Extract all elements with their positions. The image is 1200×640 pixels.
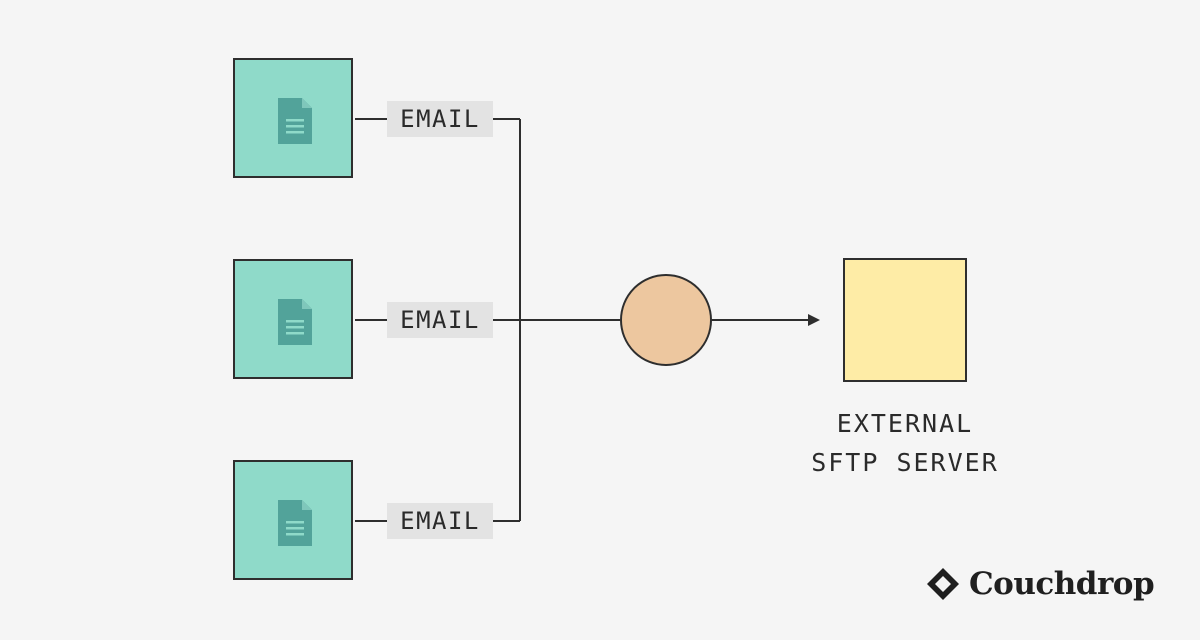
couchdrop-diamond-icon xyxy=(927,568,961,600)
source-box-1 xyxy=(233,58,353,178)
logo-text: Couchdrop xyxy=(969,566,1155,602)
sftp-server-box xyxy=(843,258,967,382)
arrow-head-icon xyxy=(808,314,820,326)
email-label-2: EMAIL xyxy=(387,302,493,338)
sftp-server-label: EXTERNAL SFTP SERVER xyxy=(780,404,1030,482)
document-icon xyxy=(278,500,312,546)
document-icon xyxy=(278,299,312,345)
hub-circle xyxy=(620,274,712,366)
email-label-3: EMAIL xyxy=(387,503,493,539)
server-label-line1: EXTERNAL xyxy=(836,409,974,438)
source-box-3 xyxy=(233,460,353,580)
server-label-line2: SFTP SERVER xyxy=(811,448,999,477)
couchdrop-logo: Couchdrop xyxy=(925,562,1155,606)
document-icon xyxy=(278,98,312,144)
source-box-2 xyxy=(233,259,353,379)
email-label-1: EMAIL xyxy=(387,101,493,137)
